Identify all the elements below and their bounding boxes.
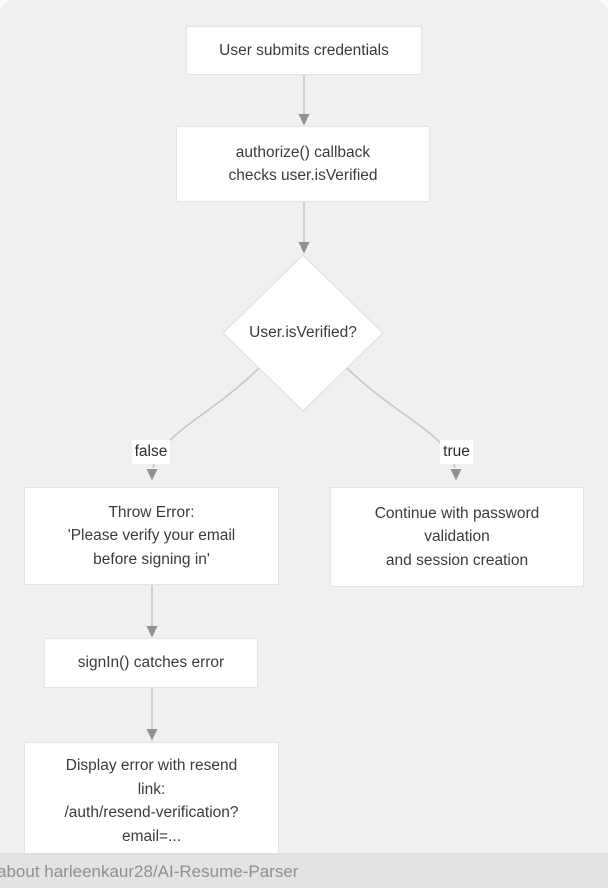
edge-label-true: true bbox=[440, 440, 473, 464]
node-throw-error: Throw Error: 'Please verify your email b… bbox=[24, 487, 279, 585]
arrowhead-icon bbox=[146, 469, 158, 481]
node-decision-is-verified: User.isVerified? bbox=[249, 324, 357, 341]
node-signin-catches-error: signIn() catches error bbox=[44, 638, 258, 688]
arrowhead-icon bbox=[146, 626, 158, 638]
node-user-submits-credentials: User submits credentials bbox=[186, 26, 422, 75]
edge-decision-true bbox=[346, 367, 456, 469]
arrowhead-icon bbox=[146, 729, 158, 741]
arrowhead-icon bbox=[450, 469, 462, 481]
arrowhead-icon bbox=[298, 114, 310, 126]
status-bar-text: about harleenkaur28/AI-Resume-Parser bbox=[0, 861, 299, 881]
status-bar: about harleenkaur28/AI-Resume-Parser bbox=[0, 853, 608, 888]
node-authorize-callback: authorize() callback checks user.isVerif… bbox=[176, 126, 430, 202]
decision-diamond-shape bbox=[221, 254, 385, 412]
arrowhead-icon bbox=[298, 242, 310, 254]
node-continue-password-validation: Continue with password validation and se… bbox=[330, 487, 584, 587]
node-display-error-resend: Display error with resend link: /auth/re… bbox=[24, 742, 279, 860]
edge-label-false: false bbox=[132, 440, 170, 464]
